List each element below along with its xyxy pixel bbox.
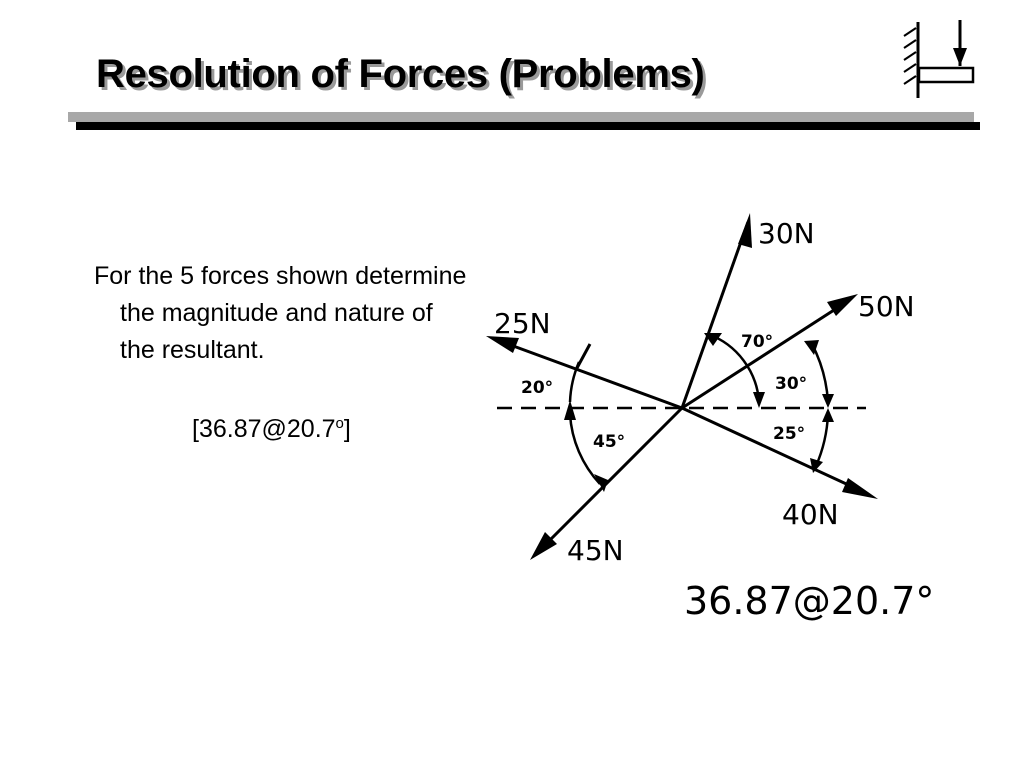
angle-label-20: 20°	[521, 378, 553, 398]
angle-label-30: 30°	[775, 374, 807, 394]
angle-arc-20-arrowhead	[564, 400, 576, 420]
resultant-label: 36.87@20.7°	[684, 579, 934, 623]
problem-statement: For the 5 forces shown determine the mag…	[94, 258, 474, 369]
force-label-50n: 50N	[858, 290, 915, 323]
angle-label-70: 70°	[741, 332, 773, 352]
slide-title: Resolution of Forces (Problems)	[96, 52, 705, 96]
angle-arc-30-arrowhead-bottom	[822, 394, 834, 408]
angle-arc-45-arrowhead	[594, 474, 608, 492]
force-25n-arrowhead	[486, 336, 519, 353]
force-40n-line	[681, 406, 869, 496]
angle-label-25: 25°	[773, 424, 805, 444]
problem-text: For the 5 forces shown determine the mag…	[94, 262, 467, 364]
title-rule-shadow	[68, 112, 974, 122]
angle-arc-30-arrowhead-top	[804, 340, 819, 355]
force-50n-arrowhead	[827, 294, 858, 316]
force-label-45n: 45N	[567, 534, 624, 567]
force-45n-arrowhead	[530, 532, 557, 560]
force-label-40n: 40N	[782, 498, 839, 531]
angle-arc-45	[568, 413, 601, 485]
wall-support-logo-icon	[903, 20, 975, 98]
answer-text: [36.87@20.7o]	[192, 415, 351, 444]
force-50n-line	[681, 299, 849, 410]
answer-degree-superscript: o	[335, 415, 344, 432]
force-30n-arrowhead	[738, 213, 752, 248]
angle-arc-70-arrowhead-top	[704, 333, 722, 346]
force-45n-line	[536, 406, 684, 554]
force-label-30n: 30N	[758, 217, 815, 250]
angle-20-tick	[575, 343, 592, 369]
force-25n-line	[496, 338, 683, 410]
answer-suffix: ]	[343, 415, 351, 443]
title-rule	[76, 122, 980, 130]
angle-arc-70-arrowhead-bottom	[753, 392, 765, 408]
answer-prefix: [36.87@20.7	[192, 415, 336, 443]
force-40n-arrowhead	[842, 478, 878, 499]
angle-label-45: 45°	[593, 432, 625, 452]
angle-arc-25-arrowhead-bottom	[810, 458, 823, 473]
force-30n-line	[680, 221, 750, 409]
force-label-25n: 25N	[494, 307, 551, 340]
angle-arc-25-arrowhead-top	[822, 408, 834, 422]
